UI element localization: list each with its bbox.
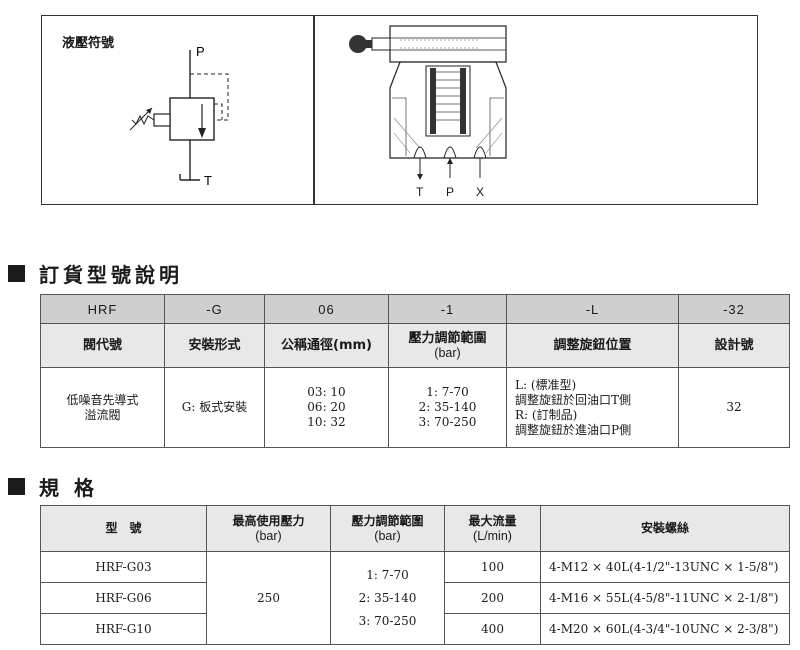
bolts-cell: 4-M12 × 40L(4-1/2"-13UNC × 1-5/8") <box>540 551 790 583</box>
code-cell: -1 <box>388 294 507 324</box>
bolts-cell: 4-M16 × 55L(4-5/8"-11UNC × 2-1/8") <box>540 582 790 614</box>
column-header: 安裝螺絲 <box>540 505 790 552</box>
mount-cell: G: 板式安裝 <box>164 367 265 448</box>
port-p-label: P <box>196 44 205 59</box>
model-cell: HRF-G06 <box>40 582 207 614</box>
column-header: 調整旋鈕位置 <box>506 323 679 368</box>
column-header: 最大流量(L/min) <box>444 505 541 552</box>
table-row: HRF-G03 250 1: 7-70 2: 35-140 3: 70-250 … <box>40 551 790 645</box>
ordering-body-row: 低噪音先導式 溢流閥 G: 板式安裝 03: 10 06: 20 10: 32 … <box>40 367 790 448</box>
hydraulic-symbol-title: 液壓符號 <box>62 36 115 51</box>
flow-cell: 100 <box>444 551 541 583</box>
specs-table: 型 號 最高使用壓力(bar) 壓力調節範圍(bar) 最大流量(L/min) … <box>40 505 790 645</box>
max-pressure-cell: 250 <box>206 551 331 645</box>
valve-name-cell: 低噪音先導式 溢流閥 <box>40 367 165 448</box>
column-header: 壓力調節範圍(bar) <box>388 323 507 368</box>
port-t-label: T <box>204 173 212 188</box>
section-port-x: X <box>476 185 485 199</box>
column-header: 閥代號 <box>40 323 165 368</box>
valve-section-drawing <box>349 25 507 180</box>
diagram-divider <box>313 15 315 205</box>
pressure-range-cell: 1: 7-70 2: 35-140 3: 70-250 <box>330 551 445 645</box>
column-header: 最高使用壓力(bar) <box>206 505 331 552</box>
table-row: HRF-G10 400 4-M20 × 60L(4-3/4"-10UNC × 2… <box>40 613 790 645</box>
flow-cell: 400 <box>444 613 541 645</box>
column-header: 壓力調節範圍(bar) <box>330 505 445 552</box>
specs-heading: 規 格 <box>8 472 98 501</box>
code-cell: -L <box>506 294 679 324</box>
code-cell: -32 <box>678 294 790 324</box>
heading-square-icon <box>8 478 25 495</box>
ordering-code-row: HRF -G 06 -1 -L -32 <box>40 294 790 324</box>
size-cell: 03: 10 06: 20 10: 32 <box>264 367 389 448</box>
bolts-cell: 4-M20 × 60L(4-3/4"-10UNC × 2-3/8") <box>540 613 790 645</box>
table-row: HRF-G06 200 4-M16 × 55L(4-5/8"-11UNC × 2… <box>40 582 790 614</box>
ordering-table: HRF -G 06 -1 -L -32 閥代號 安裝形式 公稱通徑(mm) 壓力… <box>40 294 790 448</box>
column-header: 公稱通徑(mm) <box>264 323 389 368</box>
design-no-cell: 32 <box>678 367 790 448</box>
heading-square-icon <box>8 265 25 282</box>
ordering-heading-text: 訂貨型號說明 <box>39 263 183 287</box>
knob-position-cell: L: (標准型) 調整旋鈕於回油口T側 R: (訂制品) 調整旋鈕於進油口P側 <box>506 367 679 448</box>
code-cell: 06 <box>264 294 389 324</box>
model-cell: HRF-G10 <box>40 613 207 645</box>
hydraulic-symbol-diagram: P T <box>129 44 229 188</box>
flow-cell: 200 <box>444 582 541 614</box>
column-header: 型 號 <box>40 505 207 552</box>
column-header: 安裝形式 <box>164 323 265 368</box>
model-cell: HRF-G03 <box>40 551 207 583</box>
column-header: 設計號 <box>678 323 790 368</box>
specs-heading-text: 規 格 <box>39 476 98 500</box>
section-port-p: P <box>446 185 455 199</box>
ordering-header-row: 閥代號 安裝形式 公稱通徑(mm) 壓力調節範圍(bar) 調整旋鈕位置 設計號 <box>40 323 790 368</box>
code-cell: -G <box>164 294 265 324</box>
section-port-t: T <box>416 185 424 199</box>
ordering-heading: 訂貨型號說明 <box>8 259 183 288</box>
code-cell: HRF <box>40 294 165 324</box>
specs-header-row: 型 號 最高使用壓力(bar) 壓力調節範圍(bar) 最大流量(L/min) … <box>40 505 790 552</box>
diagram-panel <box>41 15 758 205</box>
pressure-range-cell: 1: 7-70 2: 35-140 3: 70-250 <box>388 367 507 448</box>
